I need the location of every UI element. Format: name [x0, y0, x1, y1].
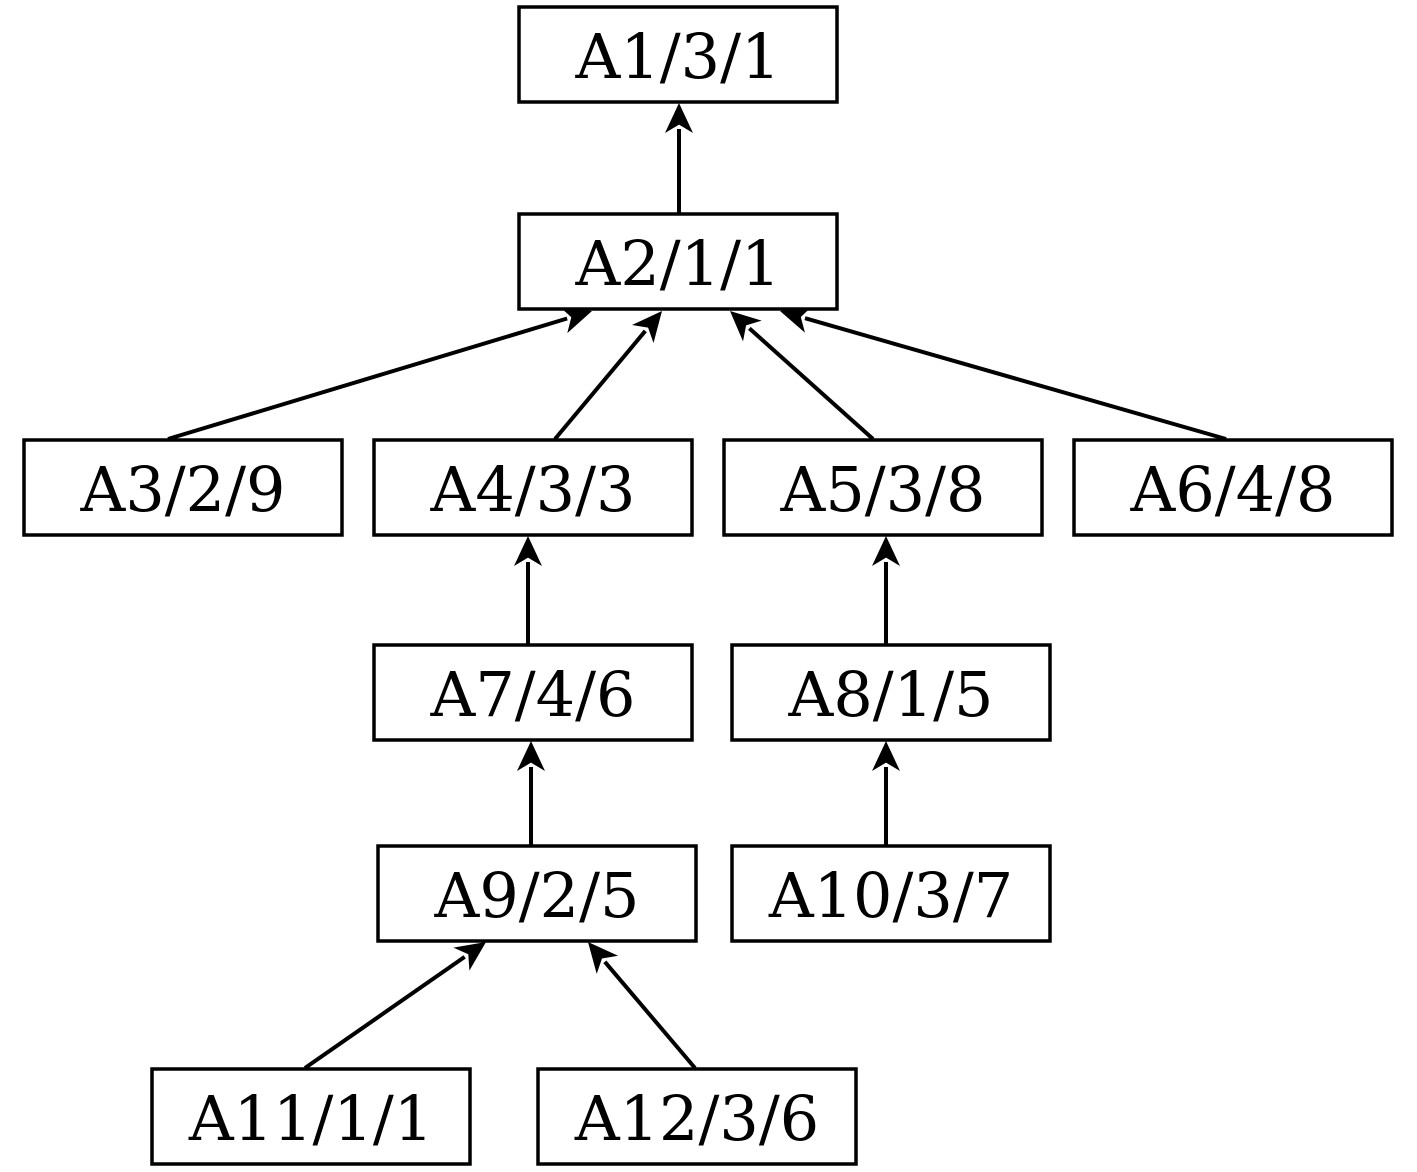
- node-box: [372, 438, 694, 537]
- node-box: [372, 643, 694, 742]
- arrowhead-icon: [588, 942, 619, 974]
- node-a2: A2/1/1: [517, 212, 839, 311]
- edge-line: [603, 960, 697, 1070]
- edge-a11-to-a9: [303, 942, 486, 1070]
- edge-a6-to-a2: [780, 305, 1227, 441]
- node-label: A9/2/5: [434, 859, 640, 932]
- arrowhead-icon: [559, 306, 592, 334]
- node-box: [730, 643, 1052, 742]
- node-box: [536, 1067, 858, 1166]
- arrowhead-icon: [665, 103, 693, 133]
- node-a12: A12/3/6: [536, 1067, 858, 1166]
- node-label: A2/1/1: [575, 227, 781, 300]
- node-label: A8/1/5: [788, 658, 994, 731]
- edge-a7-to-a4: [514, 536, 542, 644]
- edge-line: [303, 955, 466, 1070]
- arrowhead-icon: [780, 305, 813, 333]
- node-box: [517, 212, 839, 311]
- node-box: [722, 438, 1044, 537]
- edge-a12-to-a9: [588, 942, 697, 1070]
- node-label: A5/3/8: [780, 453, 986, 526]
- node-box: [517, 5, 839, 104]
- edge-line: [553, 329, 647, 441]
- edge-line: [748, 326, 875, 441]
- edge-a10-to-a8: [872, 741, 900, 845]
- edge-a8-to-a5: [872, 536, 900, 644]
- arrowhead-icon: [872, 536, 900, 566]
- node-a6: A6/4/8: [1072, 438, 1394, 537]
- node-label: A7/4/6: [430, 658, 636, 731]
- arrowhead-icon: [517, 741, 545, 771]
- node-box: [150, 1067, 472, 1166]
- edge-a5-to-a2: [730, 311, 875, 441]
- edge-a4-to-a2: [553, 311, 662, 441]
- node-box: [730, 844, 1052, 943]
- node-box: [376, 844, 698, 943]
- node-label: A1/3/1: [575, 20, 781, 93]
- node-a8: A8/1/5: [730, 643, 1052, 742]
- node-label: A6/4/8: [1130, 453, 1336, 526]
- node-label: A4/3/3: [430, 453, 636, 526]
- node-label: A3/2/9: [80, 453, 286, 526]
- edge-a9-to-a7: [517, 741, 545, 845]
- edge-line: [167, 316, 568, 441]
- node-label: A11/1/1: [188, 1082, 433, 1155]
- node-a5: A5/3/8: [722, 438, 1044, 537]
- edge-line: [804, 316, 1227, 441]
- node-a3: A3/2/9: [22, 438, 344, 537]
- node-box: [22, 438, 344, 537]
- node-a4: A4/3/3: [372, 438, 694, 537]
- node-label: A10/3/7: [768, 859, 1013, 932]
- node-a7: A7/4/6: [372, 643, 694, 742]
- arrowhead-icon: [453, 942, 486, 971]
- node-a1: A1/3/1: [517, 5, 839, 104]
- node-a9: A9/2/5: [376, 844, 698, 943]
- edges-layer: [167, 103, 1227, 1070]
- arrowhead-icon: [514, 536, 542, 566]
- node-label: A12/3/6: [574, 1082, 819, 1155]
- node-a10: A10/3/7: [730, 844, 1052, 943]
- node-a11: A11/1/1: [150, 1067, 472, 1166]
- arrowhead-icon: [632, 311, 662, 343]
- edge-a2-to-a1: [665, 103, 693, 213]
- arrowhead-icon: [730, 311, 762, 342]
- edge-a3-to-a2: [167, 306, 592, 441]
- arrowhead-icon: [872, 741, 900, 771]
- node-box: [1072, 438, 1394, 537]
- nodes-layer: A1/3/1A2/1/1A3/2/9 A4/3/3 A5/3/8 A6/4/8A7/4…: [22, 5, 1394, 1166]
